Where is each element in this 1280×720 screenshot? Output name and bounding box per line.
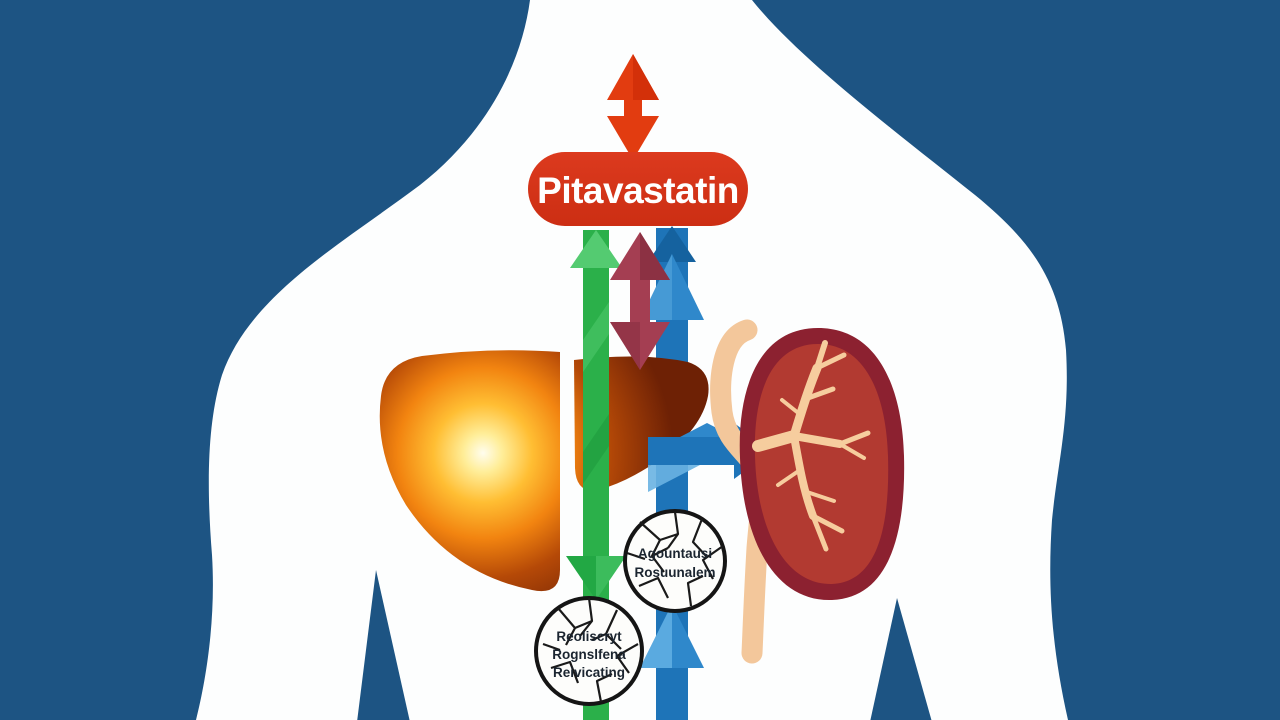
left-arm-notch [357,570,410,720]
lower-badge-line2: Rognslfena [552,647,626,662]
lower-badge-line1: Reoliscryt [556,629,622,644]
upper-badge-cracks [626,511,724,607]
lower-badge-cracks [542,597,639,703]
red-double-arrow-icon [607,54,659,160]
liver-left-lobe [379,350,560,592]
blue-up-arrow-icon [640,226,704,720]
lower-badge-circle: Reoliscryt Rognslfena Reivicating [534,596,644,706]
blue-to-kidney-arrow-icon [648,423,772,492]
kidney-icon [739,328,905,601]
maroon-double-arrow-icon [610,232,670,370]
drug-label-pill: Pitavastatin [528,152,748,226]
right-arm-notch [870,598,932,720]
upper-badge-line2: Rosuunalem [634,565,715,580]
drug-label-text: Pitavastatin [537,170,739,211]
upper-badge-line1: Agountausi [638,546,712,561]
lower-badge-line3: Reivicating [553,665,625,680]
upper-badge-circle: Agountausi Rosuunalem [623,509,727,613]
kidney-vessels [752,340,871,552]
